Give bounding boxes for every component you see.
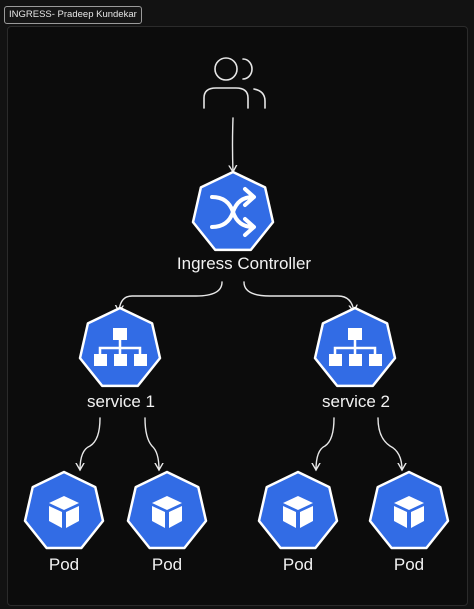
- pod-node-1[interactable]: [23, 470, 105, 550]
- cube-icon: [152, 496, 182, 528]
- frame-title[interactable]: INGRESS- Pradeep Kundekar: [4, 6, 142, 24]
- pod-3-label: Pod: [282, 555, 314, 574]
- cube-icon: [49, 496, 79, 528]
- ingress-controller-node[interactable]: [191, 170, 275, 252]
- pod-1-label: Pod: [48, 555, 80, 574]
- edges: [80, 117, 402, 470]
- pod-2-label: Pod: [151, 555, 183, 574]
- edge-service-1-to-pod-1: [80, 417, 101, 470]
- ingress-controller-label: Ingress Controller: [176, 254, 312, 273]
- edge-service-2-to-pod-3: [316, 417, 335, 470]
- pod-node-4[interactable]: [368, 470, 450, 550]
- service-2-node[interactable]: [313, 306, 397, 388]
- edge-service-2-to-pod-4: [377, 417, 402, 470]
- shuffle-icon: [210, 187, 256, 237]
- pod-node-2[interactable]: [126, 470, 208, 550]
- cube-icon: [394, 496, 424, 528]
- edge-user-to-ingress: [233, 117, 234, 172]
- network-hierarchy-icon: [94, 328, 147, 366]
- service-2-label: service 2: [321, 392, 391, 411]
- edge-ingress-to-service-1: [119, 281, 223, 312]
- pod-4-label: Pod: [393, 555, 425, 574]
- cube-icon: [283, 496, 313, 528]
- service-1-label: service 1: [86, 392, 156, 411]
- service-1-node[interactable]: [78, 306, 162, 388]
- edge-service-1-to-pod-2: [144, 417, 159, 470]
- user-icon: [203, 57, 266, 109]
- edge-ingress-to-service-2: [243, 281, 354, 312]
- network-hierarchy-icon: [329, 328, 382, 366]
- pod-node-3[interactable]: [257, 470, 339, 550]
